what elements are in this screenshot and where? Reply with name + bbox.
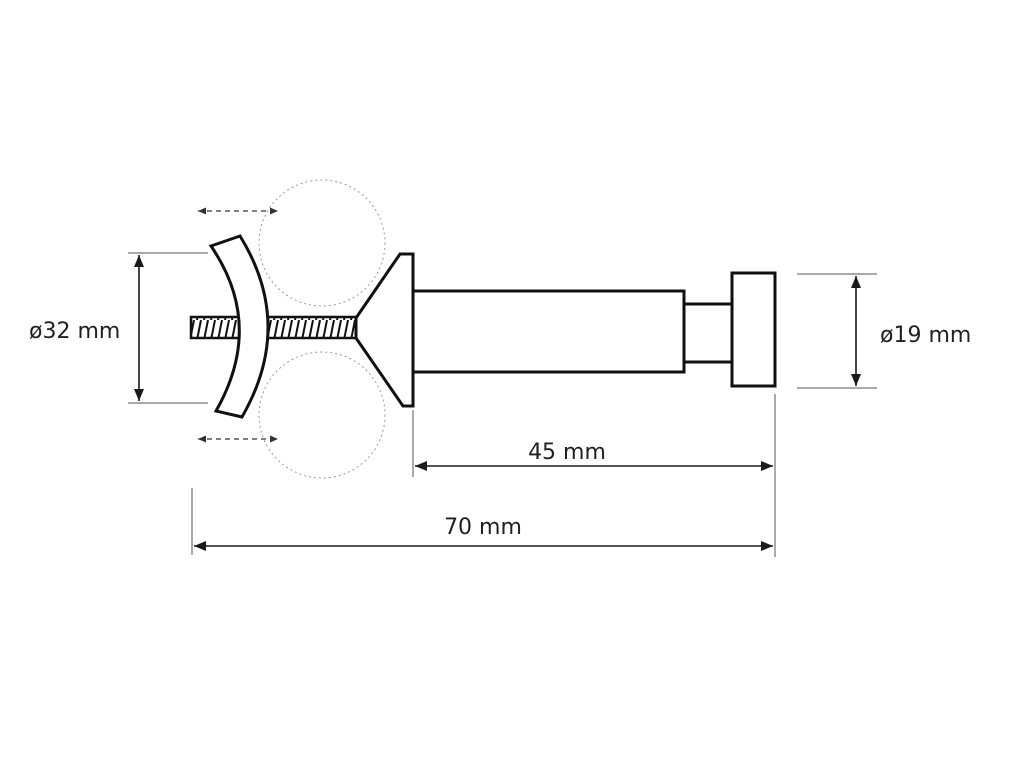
neck <box>682 302 734 364</box>
ghost-tube-bottom <box>258 351 386 479</box>
label-body-length: 45 mm <box>528 440 606 465</box>
threaded-rod <box>189 315 359 340</box>
end-cap <box>730 271 777 388</box>
curved-saddle <box>208 234 270 419</box>
label-mount-diameter: ø32 mm <box>29 319 120 344</box>
main-body <box>411 289 686 374</box>
label-total-length: 70 mm <box>444 515 522 540</box>
label-cap-diameter: ø19 mm <box>880 323 971 348</box>
ghost-tube-top <box>258 179 386 307</box>
cone-flange <box>354 252 415 408</box>
